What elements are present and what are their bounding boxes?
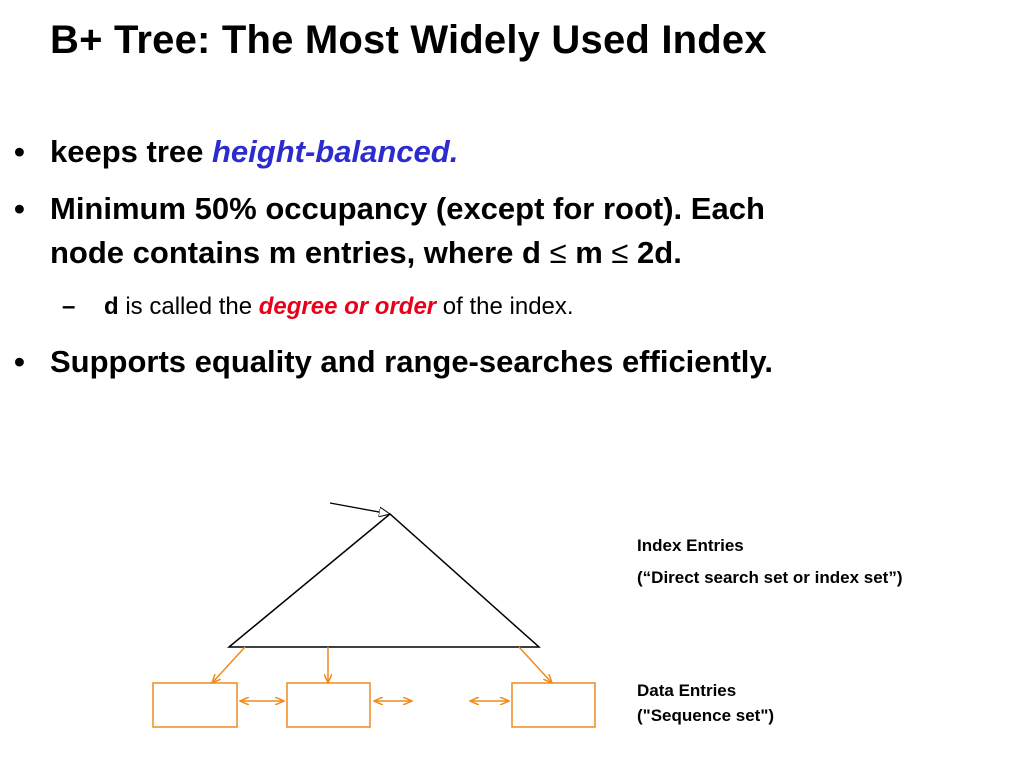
bullet-dot: • [14,344,25,379]
index-triangle [226,513,541,648]
index-entries-sublabel: (“Direct search set or index set”) [637,568,903,587]
leaf-node [511,682,596,728]
leaf-node [152,682,238,728]
sub-bullet-degree: – d is called the degree or order of the… [62,290,862,324]
index-entries-label: Index Entries [637,536,744,555]
degree-symbol: d [522,235,541,270]
bullet-dot: • [14,191,25,226]
leq-symbol: ≤ [540,235,576,270]
occupancy-line-1: Minimum 50% occupancy (except for root).… [50,191,765,226]
m-symbol: m [575,235,603,270]
occupancy-line-2-prefix: node contains m entries, where [50,235,523,270]
height-balanced-emphasis: height-balanced. [212,134,459,169]
root-pointer-arrow [329,502,390,514]
bullet-occupancy: • Minimum 50% occupancy (except for root… [14,187,1004,275]
slide-title: B+ Tree: The Most Widely Used Index [50,18,767,62]
bullet-text: Supports equality and range-searches eff… [50,344,773,379]
sub-bullet-suffix: of the index. [436,293,574,320]
period: . [673,235,682,270]
data-entries-label: Data Entries [637,681,737,700]
leaf-pointer-arrow [212,646,246,683]
bullet-range-search: • Supports equality and range-searches e… [14,340,1004,384]
leq-symbol: ≤ [602,235,638,270]
bullet-height-balanced: • keeps tree height-balanced. [14,130,914,174]
sub-bullet-middle: is called the [118,293,259,320]
degree-order-emphasis: degree or order [258,293,437,320]
bullet-prefix: keeps tree [50,134,212,169]
sub-bullet-text: d is called the degree or order of the i… [104,290,574,324]
degree-symbol: d [654,235,674,270]
leaf-pointer-arrow [518,646,552,683]
bullet-dot: • [14,134,25,169]
leaf-node [286,682,371,728]
data-entries-sublabel: ("Sequence set") [637,706,775,725]
bullet-text: Minimum 50% occupancy (except for root).… [50,187,765,275]
degree-d: d [104,293,119,320]
occupancy-line-2: node contains m entries, where d ≤ m ≤ 2… [50,235,682,270]
two-symbol: 2 [637,235,655,270]
bullet-text: keeps tree height-balanced. [50,130,458,174]
sub-bullet-dash: – [62,293,76,320]
